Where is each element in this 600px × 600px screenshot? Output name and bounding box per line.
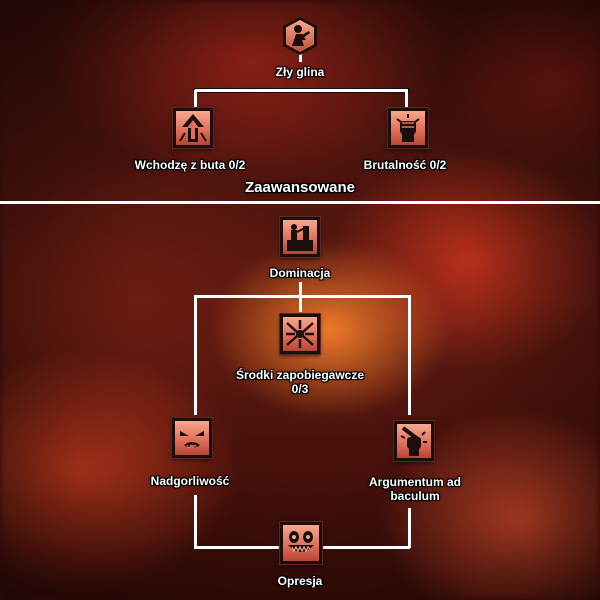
skill-node-srodki-zapobiegawcze[interactable] xyxy=(280,314,320,354)
skill-label-dominacja: Dominacja xyxy=(269,266,331,280)
skill-label-opresja: Opresja xyxy=(277,574,323,588)
angry-face-icon xyxy=(180,431,204,449)
skill-node-nadgorliwosc[interactable] xyxy=(172,418,212,458)
connector-top-left-drop xyxy=(194,90,197,108)
skill-label-zly-glina: Zły glina xyxy=(275,65,325,79)
connector-adv-left-vertical xyxy=(194,295,197,415)
connector-adv-right-vertical xyxy=(408,295,411,415)
connector-adv-center-stem xyxy=(299,282,302,312)
skill-label-brutalnosc: Brutalność 0/2 xyxy=(363,158,447,172)
skill-name-srodki: Środki zapobiegawcze xyxy=(235,368,365,382)
connector-adv-right-lower xyxy=(408,508,411,548)
connector-top-stem xyxy=(299,54,302,62)
skill-label-srodki-zapobiegawcze: Środki zapobiegawcze 0/3 xyxy=(236,368,364,396)
section-title-advanced: Zaawansowane xyxy=(244,179,356,196)
police-officer-icon xyxy=(283,17,317,55)
burst-icon xyxy=(286,320,314,348)
connector-adv-horizontal-top xyxy=(194,295,410,298)
section-divider xyxy=(0,201,600,204)
skill-label-nadgorliwosc: Nadgorliwość xyxy=(150,474,230,488)
grinning-face-icon xyxy=(288,531,314,553)
skill-node-zly-glina[interactable] xyxy=(280,16,320,56)
skill-node-argumentum-ad-baculum[interactable] xyxy=(394,421,434,461)
boot-arrow-icon xyxy=(179,114,207,142)
connector-top-horizontal-inner xyxy=(195,89,408,92)
skill-node-opresja[interactable] xyxy=(280,522,322,564)
skill-label-argumentum: Argumentum ad baculum xyxy=(369,475,461,503)
connector-adv-left-lower xyxy=(194,495,197,548)
skill-node-dominacja[interactable] xyxy=(280,217,320,257)
skill-name-argumentum-line2: baculum xyxy=(390,489,440,503)
fist-baton-icon xyxy=(400,426,427,456)
skill-node-wchodze-z-buta[interactable] xyxy=(173,108,213,148)
connector-top-right-drop xyxy=(405,90,408,108)
raised-fist-tower-icon xyxy=(287,224,313,251)
clenched-fist-icon xyxy=(396,114,420,142)
skill-label-wchodze-z-buta: Wchodzę z buta 0/2 xyxy=(134,158,246,172)
skill-name-argumentum-line1: Argumentum ad xyxy=(368,475,462,489)
skill-node-brutalnosc[interactable] xyxy=(388,108,428,148)
skill-rank-srodki: 0/3 xyxy=(291,382,309,396)
